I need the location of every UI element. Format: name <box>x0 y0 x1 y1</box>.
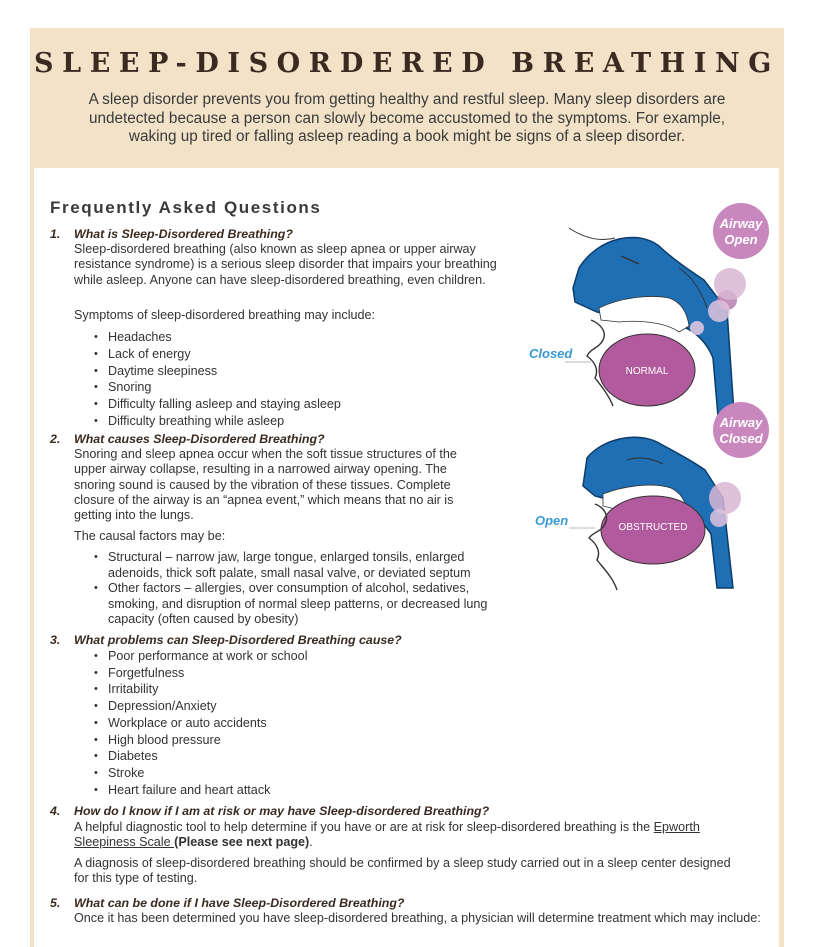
q5-answer: Once it has been determined you have sle… <box>74 911 761 925</box>
airway-closed-line2: Closed <box>719 431 763 446</box>
q1-list-intro: Symptoms of sleep-disordered breathing m… <box>74 308 376 322</box>
q4-answer-text: A helpful diagnostic tool to help determ… <box>74 820 654 834</box>
header-banner: SLEEP-DISORDERED BREATHING A sleep disor… <box>30 28 784 166</box>
list-item: Difficulty falling asleep and staying as… <box>92 396 341 413</box>
airway-closed-badge <box>713 402 769 458</box>
page-frame: SLEEP-DISORDERED BREATHING A sleep disor… <box>30 28 784 947</box>
obstructed-airway-diagram: OBSTRUCTED Open Airway Closed <box>535 402 769 591</box>
list-item: Forgetfulness <box>92 665 308 682</box>
list-item: Other factors – allergies, over consumpt… <box>92 581 517 628</box>
list-item: Depression/Anxiety <box>92 698 308 715</box>
list-item: Workplace or auto accidents <box>92 715 308 732</box>
q1-question: What is Sleep-Disordered Breathing? <box>74 227 293 241</box>
list-item: Irritability <box>92 681 308 698</box>
q3-number: 3. <box>50 633 61 647</box>
q4-answer-2: A diagnosis of sleep-disordered breathin… <box>74 856 731 886</box>
next-page-note: (Please see next page) <box>174 835 310 850</box>
content-panel: Frequently Asked Questions 1. What is Sl… <box>34 168 779 947</box>
list-item: High blood pressure <box>92 732 308 749</box>
airway-open-badge <box>713 203 769 259</box>
list-item: Stroke <box>92 765 308 782</box>
sleepiness-scale-link[interactable]: Sleepiness Scale <box>74 835 175 850</box>
q2-answer: Snoring and sleep apnea occur when the s… <box>74 447 457 523</box>
q4-period: . <box>309 835 313 850</box>
obstructed-label: OBSTRUCTED <box>619 522 688 533</box>
normal-label: NORMAL <box>626 366 669 377</box>
airway-open-line2: Open <box>724 232 757 247</box>
q2-number: 2. <box>50 432 61 446</box>
q1-number: 1. <box>50 227 61 241</box>
open-label: Open <box>535 513 568 528</box>
page-title: SLEEP-DISORDERED BREATHING <box>34 48 780 79</box>
airway-open-line1: Airway <box>719 216 763 231</box>
list-item: Headaches <box>92 329 341 346</box>
intro-text: A sleep disorder prevents you from getti… <box>88 91 726 145</box>
normal-airway-diagram: NORMAL Closed Airway Open <box>529 203 769 429</box>
q4-number: 4. <box>50 804 61 818</box>
airway-closed-line1: Airway <box>719 415 763 430</box>
q1-answer: Sleep-disordered breathing (also known a… <box>74 242 497 287</box>
closed-label: Closed <box>529 346 573 361</box>
list-item: Structural – narrow jaw, large tongue, e… <box>92 550 517 581</box>
q3-problems-list: Poor performance at work or school Forge… <box>92 648 308 798</box>
list-item: Poor performance at work or school <box>92 648 308 665</box>
q5-number: 5. <box>50 896 61 910</box>
q4-answer: A helpful diagnostic tool to help determ… <box>74 820 764 851</box>
airway-illustration: NORMAL Closed Airway Open OBSTRUCTED Ope… <box>529 203 769 591</box>
epworth-link[interactable]: Epworth <box>653 820 700 834</box>
list-item: Difficulty breathing while asleep <box>92 413 341 430</box>
list-item: Diabetes <box>92 748 308 765</box>
q1-symptom-list: Headaches Lack of energy Daytime sleepin… <box>92 329 341 430</box>
faq-heading: Frequently Asked Questions <box>50 198 322 217</box>
q2-list-intro: The causal factors may be: <box>74 529 226 543</box>
q3-question: What problems can Sleep-Disordered Breat… <box>74 633 402 647</box>
q5-question: What can be done if I have Sleep-Disorde… <box>74 896 405 910</box>
list-item: Snoring <box>92 379 341 396</box>
list-item: Heart failure and heart attack <box>92 782 308 799</box>
q4-question: How do I know if I am at risk or may hav… <box>74 804 490 818</box>
list-item: Daytime sleepiness <box>92 363 341 380</box>
list-item: Lack of energy <box>92 346 341 363</box>
q2-causes-list: Structural – narrow jaw, large tongue, e… <box>92 550 517 628</box>
q2-question: What causes Sleep-Disordered Breathing? <box>74 432 325 446</box>
